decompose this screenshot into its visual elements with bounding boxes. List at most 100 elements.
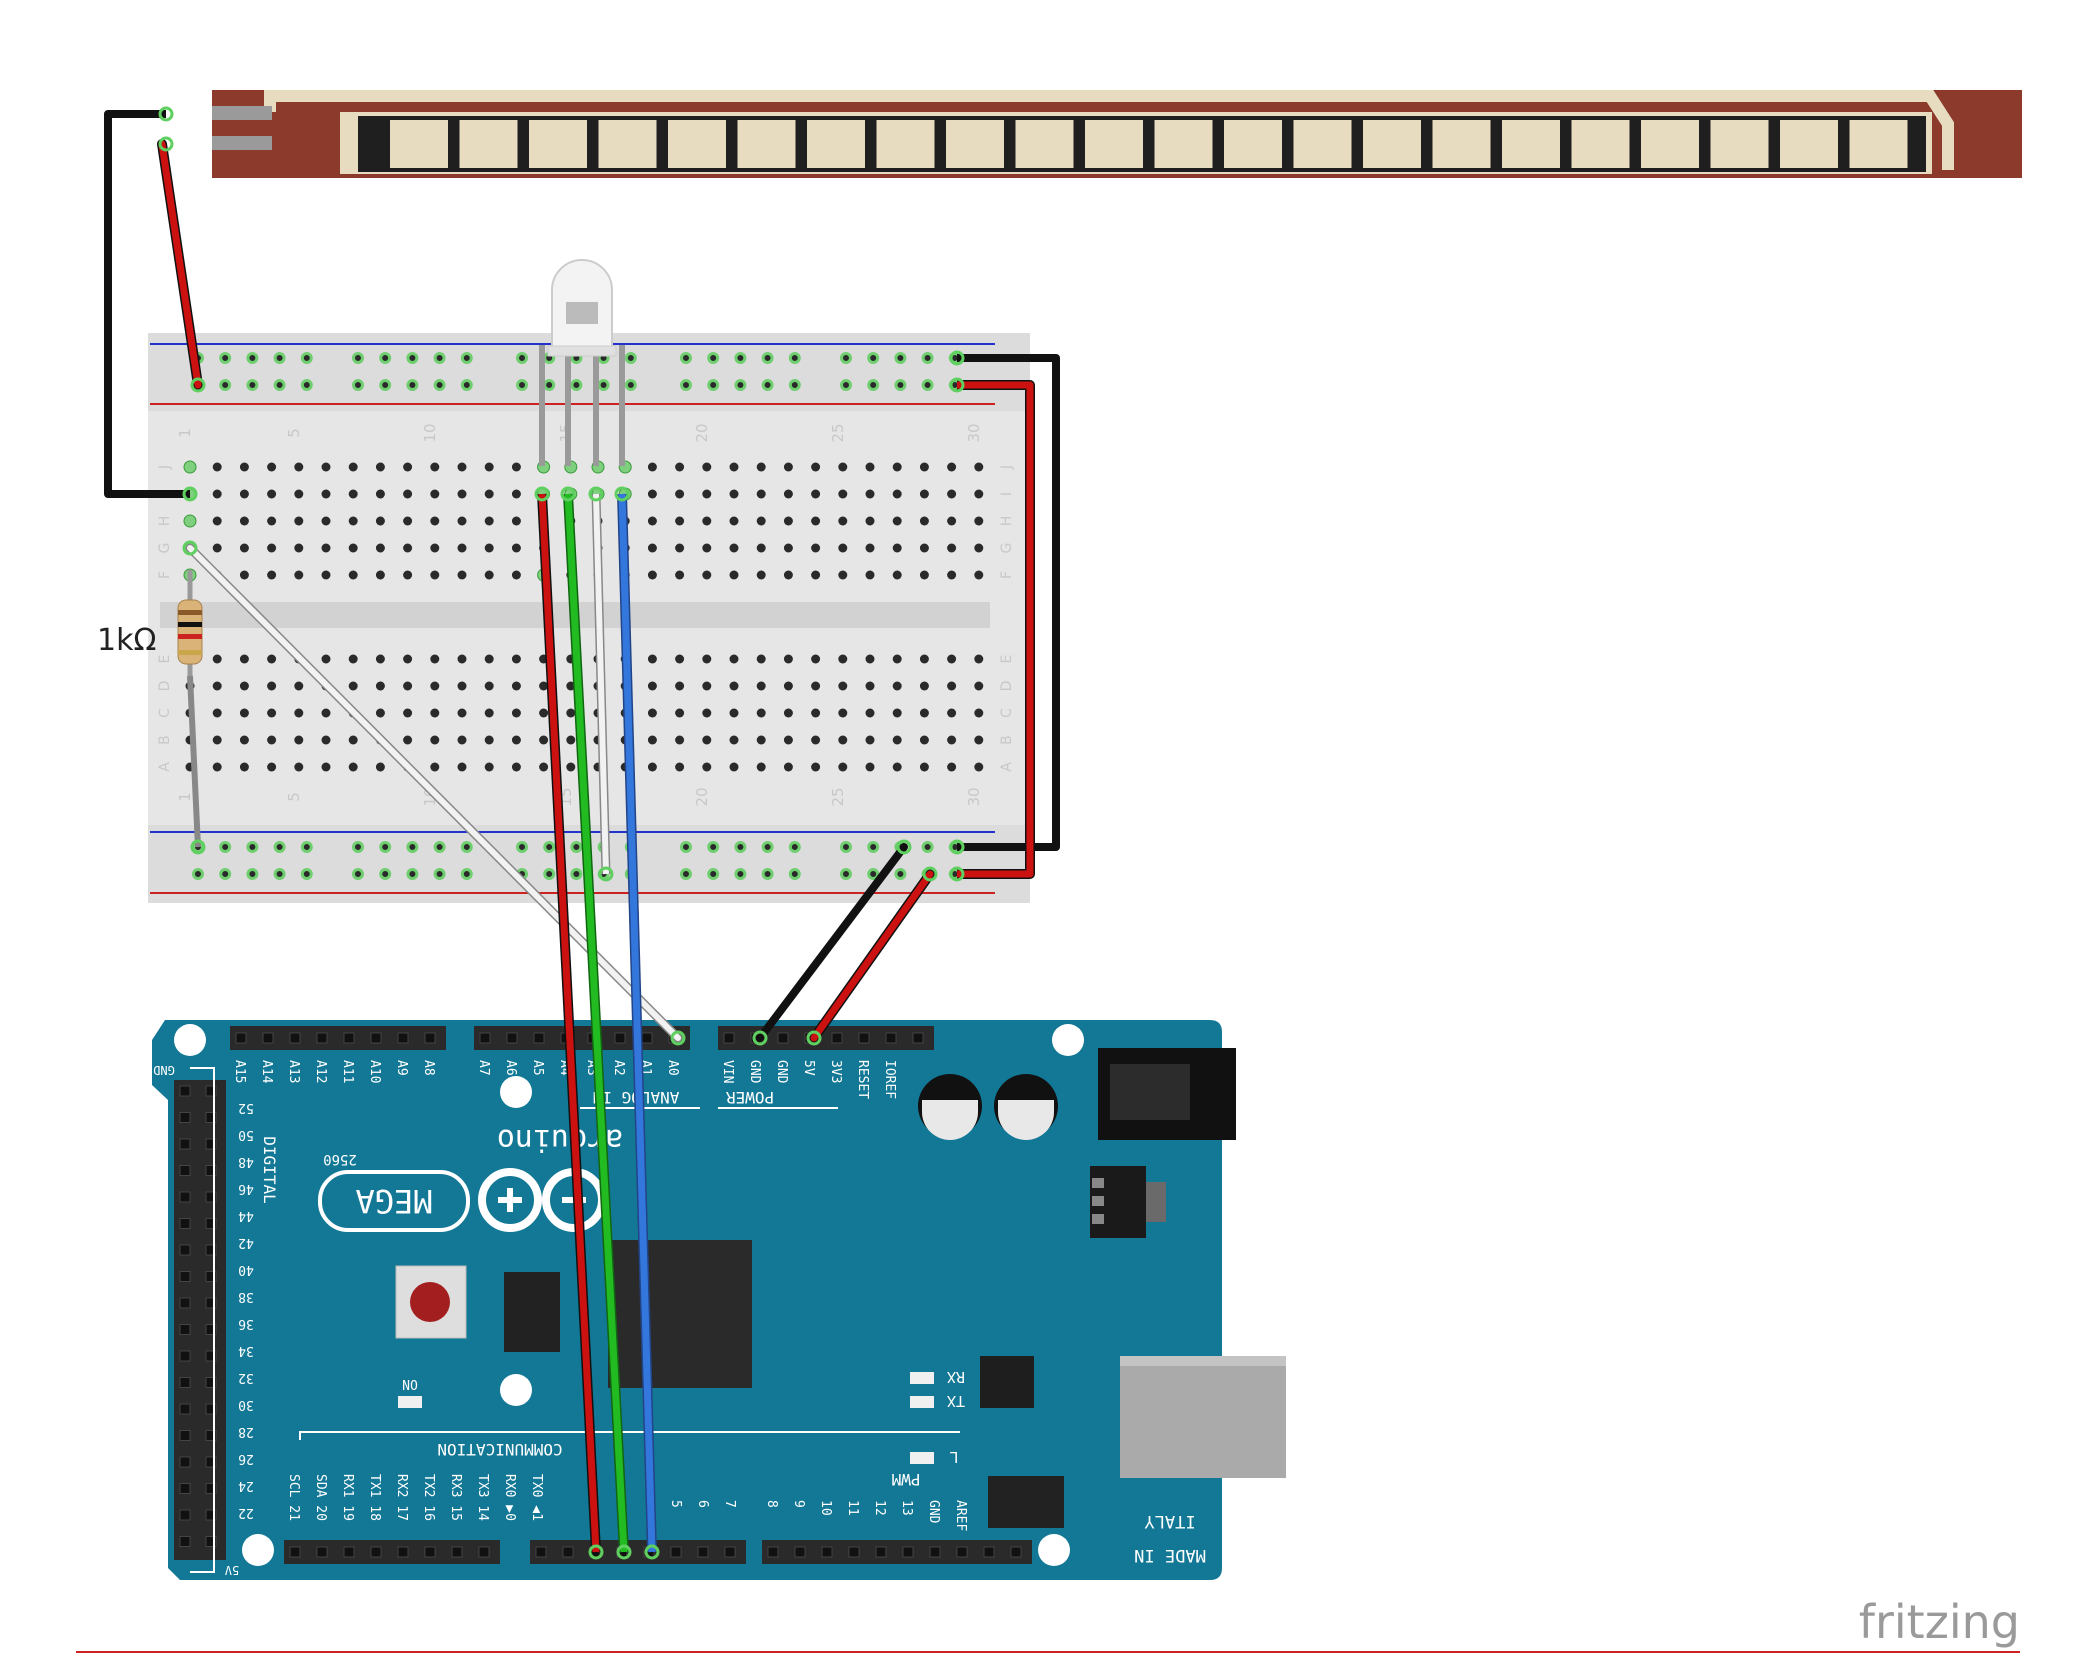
rail-hole	[707, 352, 720, 364]
breadboard-hole	[729, 516, 739, 526]
header-pin	[875, 1546, 887, 1558]
breadboard-hole	[647, 708, 657, 718]
breadboard-hole	[892, 762, 902, 772]
breadboard-hole	[783, 462, 793, 472]
breadboard-hole	[783, 654, 793, 664]
capacitor-1-top	[922, 1100, 978, 1140]
header-pin	[562, 1546, 574, 1558]
breadboard-hole	[756, 762, 766, 772]
breadboard-hole	[838, 516, 848, 526]
breadboard-row-letter: J	[999, 465, 1015, 470]
breadboard-hole	[919, 654, 929, 664]
breadboard-hole	[239, 570, 249, 580]
header-pin	[179, 1536, 191, 1547]
icsp-header-2	[988, 1476, 1064, 1528]
arduino-mega: MEGA 2560 arduino ANALOG IN POWER DIGITA…	[150, 1020, 1286, 1580]
breadboard-row-letter: A	[999, 762, 1015, 772]
rail-hole	[707, 379, 720, 391]
wire-resistor-gray	[187, 675, 201, 848]
breadboard-hole	[974, 570, 984, 580]
flex-cell	[1015, 120, 1074, 168]
on-label: ON	[402, 1376, 418, 1391]
breadboard-hole	[947, 489, 957, 499]
mount-hole-6	[1038, 1534, 1070, 1566]
breadboard-hole	[756, 516, 766, 526]
breadboard-hole	[919, 489, 929, 499]
wire-endpoint	[949, 377, 965, 393]
breadboard-hole	[947, 543, 957, 553]
breadboard-hole	[647, 570, 657, 580]
wire-endpoint	[182, 486, 198, 502]
breadboard-hole	[484, 543, 494, 553]
breadboard-hole	[729, 489, 739, 499]
header-pin	[179, 1509, 191, 1521]
reset-button-cap[interactable]	[410, 1282, 450, 1322]
breadboard-hole	[974, 462, 984, 472]
pin-label: GND	[747, 1060, 762, 1084]
breadboard-hole	[647, 543, 657, 553]
rail-hole	[840, 352, 852, 364]
breadboard-hole	[212, 708, 222, 718]
breadboard-hole	[702, 543, 712, 553]
pin-label: 28	[238, 1424, 254, 1439]
wire-endpoint	[644, 1544, 660, 1560]
breadboard-hole	[838, 489, 848, 499]
rail-hole	[570, 379, 583, 391]
breadboard-hole	[919, 570, 929, 580]
pin-label: 33	[150, 1370, 166, 1385]
breadboard-hole	[947, 570, 957, 580]
breadboard-hole	[294, 516, 304, 526]
header-pin	[343, 1032, 355, 1044]
header-pin	[289, 1546, 301, 1558]
header-pin	[205, 1271, 217, 1282]
header-pin	[179, 1377, 191, 1388]
rail-hole	[273, 379, 286, 391]
breadboard-hole	[348, 543, 358, 553]
breadboard-hole	[430, 708, 440, 718]
breadboard-column-number: 30	[965, 787, 983, 806]
breadboard-hole	[702, 654, 712, 664]
header-pin	[205, 1403, 217, 1415]
rail-hole	[867, 841, 880, 853]
header-pin	[535, 1546, 547, 1558]
breadboard-hole	[865, 735, 875, 745]
breadboard-hole	[947, 762, 957, 772]
breadboard-hole	[729, 762, 739, 772]
breadboard-hole	[403, 570, 413, 580]
header-pin	[370, 1032, 382, 1044]
header-pin	[205, 1483, 217, 1494]
breadboard-hole	[675, 708, 685, 718]
breadboard-hole	[457, 762, 467, 772]
breadboard-hole	[403, 735, 413, 745]
header-pin	[794, 1546, 806, 1558]
breadboard-hole	[348, 462, 358, 472]
rail-hole	[460, 379, 473, 391]
breadboard-hole	[294, 762, 304, 772]
breadboard-column-number: 10	[421, 423, 439, 442]
wire-led-red	[538, 493, 600, 1553]
pin-label: 36	[238, 1316, 254, 1331]
breadboard-hole	[919, 681, 929, 691]
breadboard-hole	[974, 762, 984, 772]
breadboard-hole	[430, 681, 440, 691]
header-pin	[983, 1546, 995, 1558]
breadboard-hole	[484, 735, 494, 745]
breadboard-hole	[783, 570, 793, 580]
header-pin	[205, 1297, 217, 1309]
regulator-pin-3	[1092, 1214, 1104, 1224]
breadboard-hole	[430, 543, 440, 553]
breadboard-hole	[267, 543, 277, 553]
rail-hole	[246, 352, 259, 364]
breadboard-hole	[294, 543, 304, 553]
breadboard-hole	[647, 654, 657, 664]
breadboard-hole	[811, 516, 821, 526]
tx-label: TX	[947, 1392, 965, 1410]
header-pin	[205, 1456, 217, 1468]
breadboard-hole	[702, 462, 712, 472]
header-pin	[885, 1032, 897, 1044]
breadboard-row-letter: E	[999, 655, 1015, 664]
flex-cell	[1432, 120, 1491, 168]
mount-hole-5	[242, 1534, 274, 1566]
breadboard-hole	[267, 516, 277, 526]
breadboard-hole	[756, 708, 766, 718]
